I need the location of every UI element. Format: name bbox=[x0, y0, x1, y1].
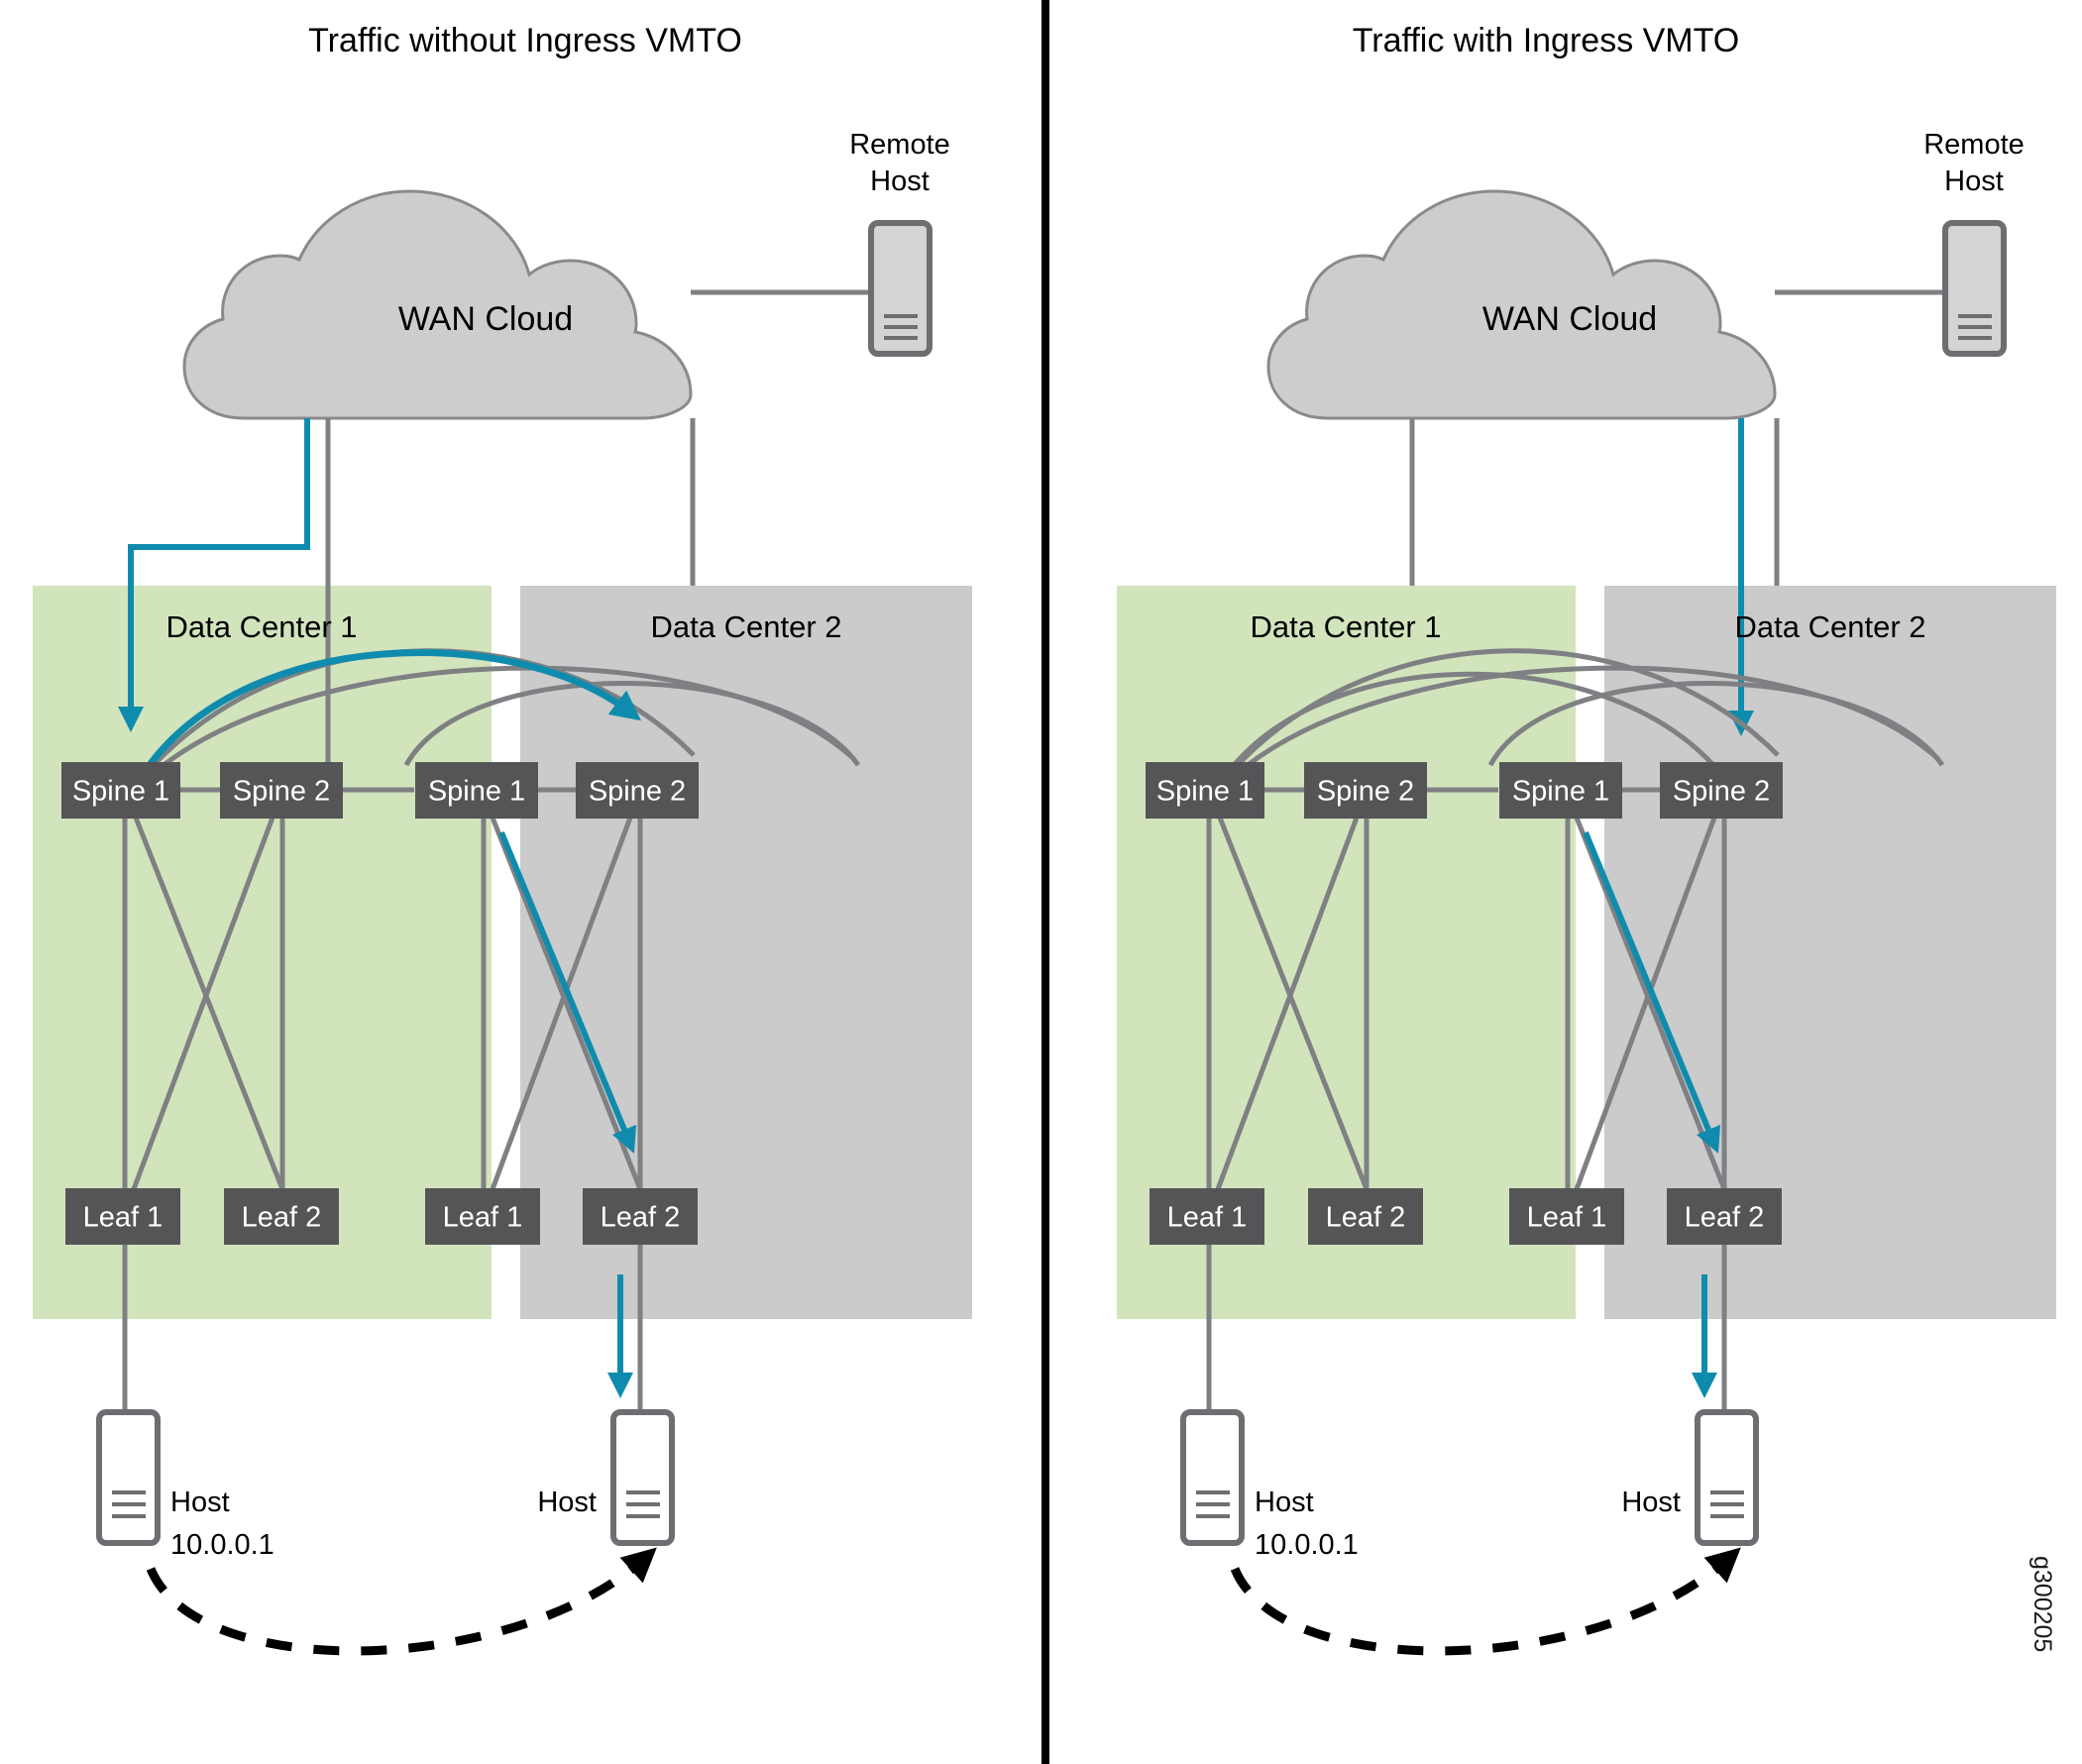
dc2-leaf-2-label-right: Leaf 2 bbox=[1685, 1202, 1765, 1234]
host-to-host-logical-flow-left bbox=[146, 1547, 657, 1656]
suboptimal-arc-left bbox=[144, 649, 642, 772]
dc2-label-right: Data Center 2 bbox=[1735, 609, 1926, 644]
panel-divider bbox=[1041, 0, 1049, 1764]
interdc-arc-right-4 bbox=[1229, 671, 1715, 771]
dc1-spine-2-label-left: Spine 2 bbox=[233, 776, 330, 808]
host-dc1-left bbox=[96, 1409, 161, 1546]
dc2-leaf-1-node-left[interactable]: Leaf 1 bbox=[425, 1188, 540, 1245]
host-dc1-label-right: Host bbox=[1255, 1487, 1314, 1518]
wan-cloud-right: WAN Cloud bbox=[1266, 189, 1777, 420]
dc2-spine-2-node-left[interactable]: Spine 2 bbox=[576, 762, 699, 819]
interdc-arc-left-3 bbox=[403, 681, 861, 767]
dc1-leaf-1-node-right[interactable]: Leaf 1 bbox=[1150, 1188, 1264, 1245]
host-to-host-logical-flow-right bbox=[1230, 1547, 1741, 1656]
host-dc2-label-right: Host bbox=[1621, 1487, 1681, 1518]
dc2-leaf-2-node-right[interactable]: Leaf 2 bbox=[1667, 1188, 1782, 1245]
wan-cloud-left: WAN Cloud bbox=[182, 189, 693, 420]
remote-host-label-right-line1: Remote bbox=[1923, 129, 2025, 161]
dc2-s2-l1-link-right bbox=[1574, 817, 1717, 1190]
dc1-spine-1-label-left: Spine 1 bbox=[72, 776, 169, 808]
dc1-leaf-2-label-right: Leaf 2 bbox=[1326, 1202, 1406, 1234]
host-dc1-label-left: Host bbox=[170, 1487, 230, 1518]
remote-host-right bbox=[1942, 220, 2007, 357]
remote-host-label-left-line1: Remote bbox=[849, 129, 950, 161]
wan-cloud-label-right: WAN Cloud bbox=[1482, 300, 1657, 338]
spine-to-leaf-flow-left bbox=[498, 830, 637, 1155]
host-dc1-address-right: 10.0.0.1 bbox=[1255, 1529, 1359, 1561]
dc1-spine-2-label-right: Spine 2 bbox=[1317, 776, 1414, 808]
dc1-spine-2-node-left[interactable]: Spine 2 bbox=[220, 762, 343, 819]
dc2-leaf-2-label-left: Leaf 2 bbox=[601, 1202, 681, 1234]
panel-title-right: Traffic with Ingress VMTO bbox=[1352, 22, 1740, 59]
panel-right: WAN Cloud Remote Host bbox=[1117, 129, 2056, 1656]
dc2-spine-2-label-left: Spine 2 bbox=[589, 776, 686, 808]
dc1-label-left: Data Center 1 bbox=[166, 609, 358, 644]
dc2-s2-l1-link-left bbox=[490, 817, 633, 1190]
dc2-leaf-1-node-right[interactable]: Leaf 1 bbox=[1509, 1188, 1624, 1245]
host-dc2-label-left: Host bbox=[537, 1487, 597, 1518]
dc1-spine-2-node-right[interactable]: Spine 2 bbox=[1304, 762, 1427, 819]
dc2-spine-1-node-left[interactable]: Spine 1 bbox=[415, 762, 538, 819]
remote-host-label-right-line2: Host bbox=[1944, 165, 2004, 197]
dc1-s2-l1-link-right bbox=[1215, 817, 1360, 1190]
dc1-spine-1-node-left[interactable]: Spine 1 bbox=[61, 762, 180, 819]
host-dc2-left bbox=[610, 1409, 675, 1546]
dc2-leaf-1-label-left: Leaf 1 bbox=[443, 1202, 523, 1234]
panel-title-left: Traffic without Ingress VMTO bbox=[308, 22, 742, 59]
dc2-spine-1-label-right: Spine 1 bbox=[1512, 776, 1609, 808]
dc2-leaf-1-label-right: Leaf 1 bbox=[1527, 1202, 1607, 1234]
dc1-leaf-1-label-right: Leaf 1 bbox=[1167, 1202, 1248, 1234]
ingress-path-left bbox=[118, 418, 310, 732]
dc2-spine-1-label-left: Spine 1 bbox=[428, 776, 525, 808]
host-dc1-right bbox=[1180, 1409, 1245, 1546]
dc1-leaf-1-node-left[interactable]: Leaf 1 bbox=[65, 1188, 180, 1245]
dc2-spine-2-node-right[interactable]: Spine 2 bbox=[1660, 762, 1783, 819]
dc1-leaf-2-node-right[interactable]: Leaf 2 bbox=[1308, 1188, 1423, 1245]
dc2-spine-2-label-right: Spine 2 bbox=[1673, 776, 1770, 808]
dc2-leaf-2-node-left[interactable]: Leaf 2 bbox=[583, 1188, 698, 1245]
interdc-arc-right-3 bbox=[1487, 681, 1945, 767]
dc1-spine-1-label-right: Spine 1 bbox=[1156, 776, 1254, 808]
dc2-label-left: Data Center 2 bbox=[651, 609, 842, 644]
host-dc2-right bbox=[1695, 1409, 1759, 1546]
dc1-s1-l2-link-left bbox=[133, 817, 285, 1190]
panel-left: WAN Cloud Remote Host bbox=[33, 129, 972, 1656]
dc1-leaf-1-label-left: Leaf 1 bbox=[83, 1202, 164, 1234]
dc1-s2-l1-link-left bbox=[131, 817, 275, 1190]
dc1-leaf-2-node-left[interactable]: Leaf 2 bbox=[224, 1188, 339, 1245]
host-dc1-address-left: 10.0.0.1 bbox=[170, 1529, 274, 1561]
dc2-spine-1-node-right[interactable]: Spine 1 bbox=[1499, 762, 1622, 819]
wan-cloud-label-left: WAN Cloud bbox=[398, 300, 573, 338]
spine-to-leaf-flow-right bbox=[1583, 830, 1721, 1155]
dc1-label-right: Data Center 1 bbox=[1251, 609, 1442, 644]
dc1-s1-l2-link-right bbox=[1217, 817, 1370, 1190]
dc1-leaf-2-label-left: Leaf 2 bbox=[242, 1202, 322, 1234]
dc1-spine-1-node-right[interactable]: Spine 1 bbox=[1146, 762, 1264, 819]
remote-host-left bbox=[868, 220, 932, 357]
remote-host-label-left-line2: Host bbox=[870, 165, 930, 197]
